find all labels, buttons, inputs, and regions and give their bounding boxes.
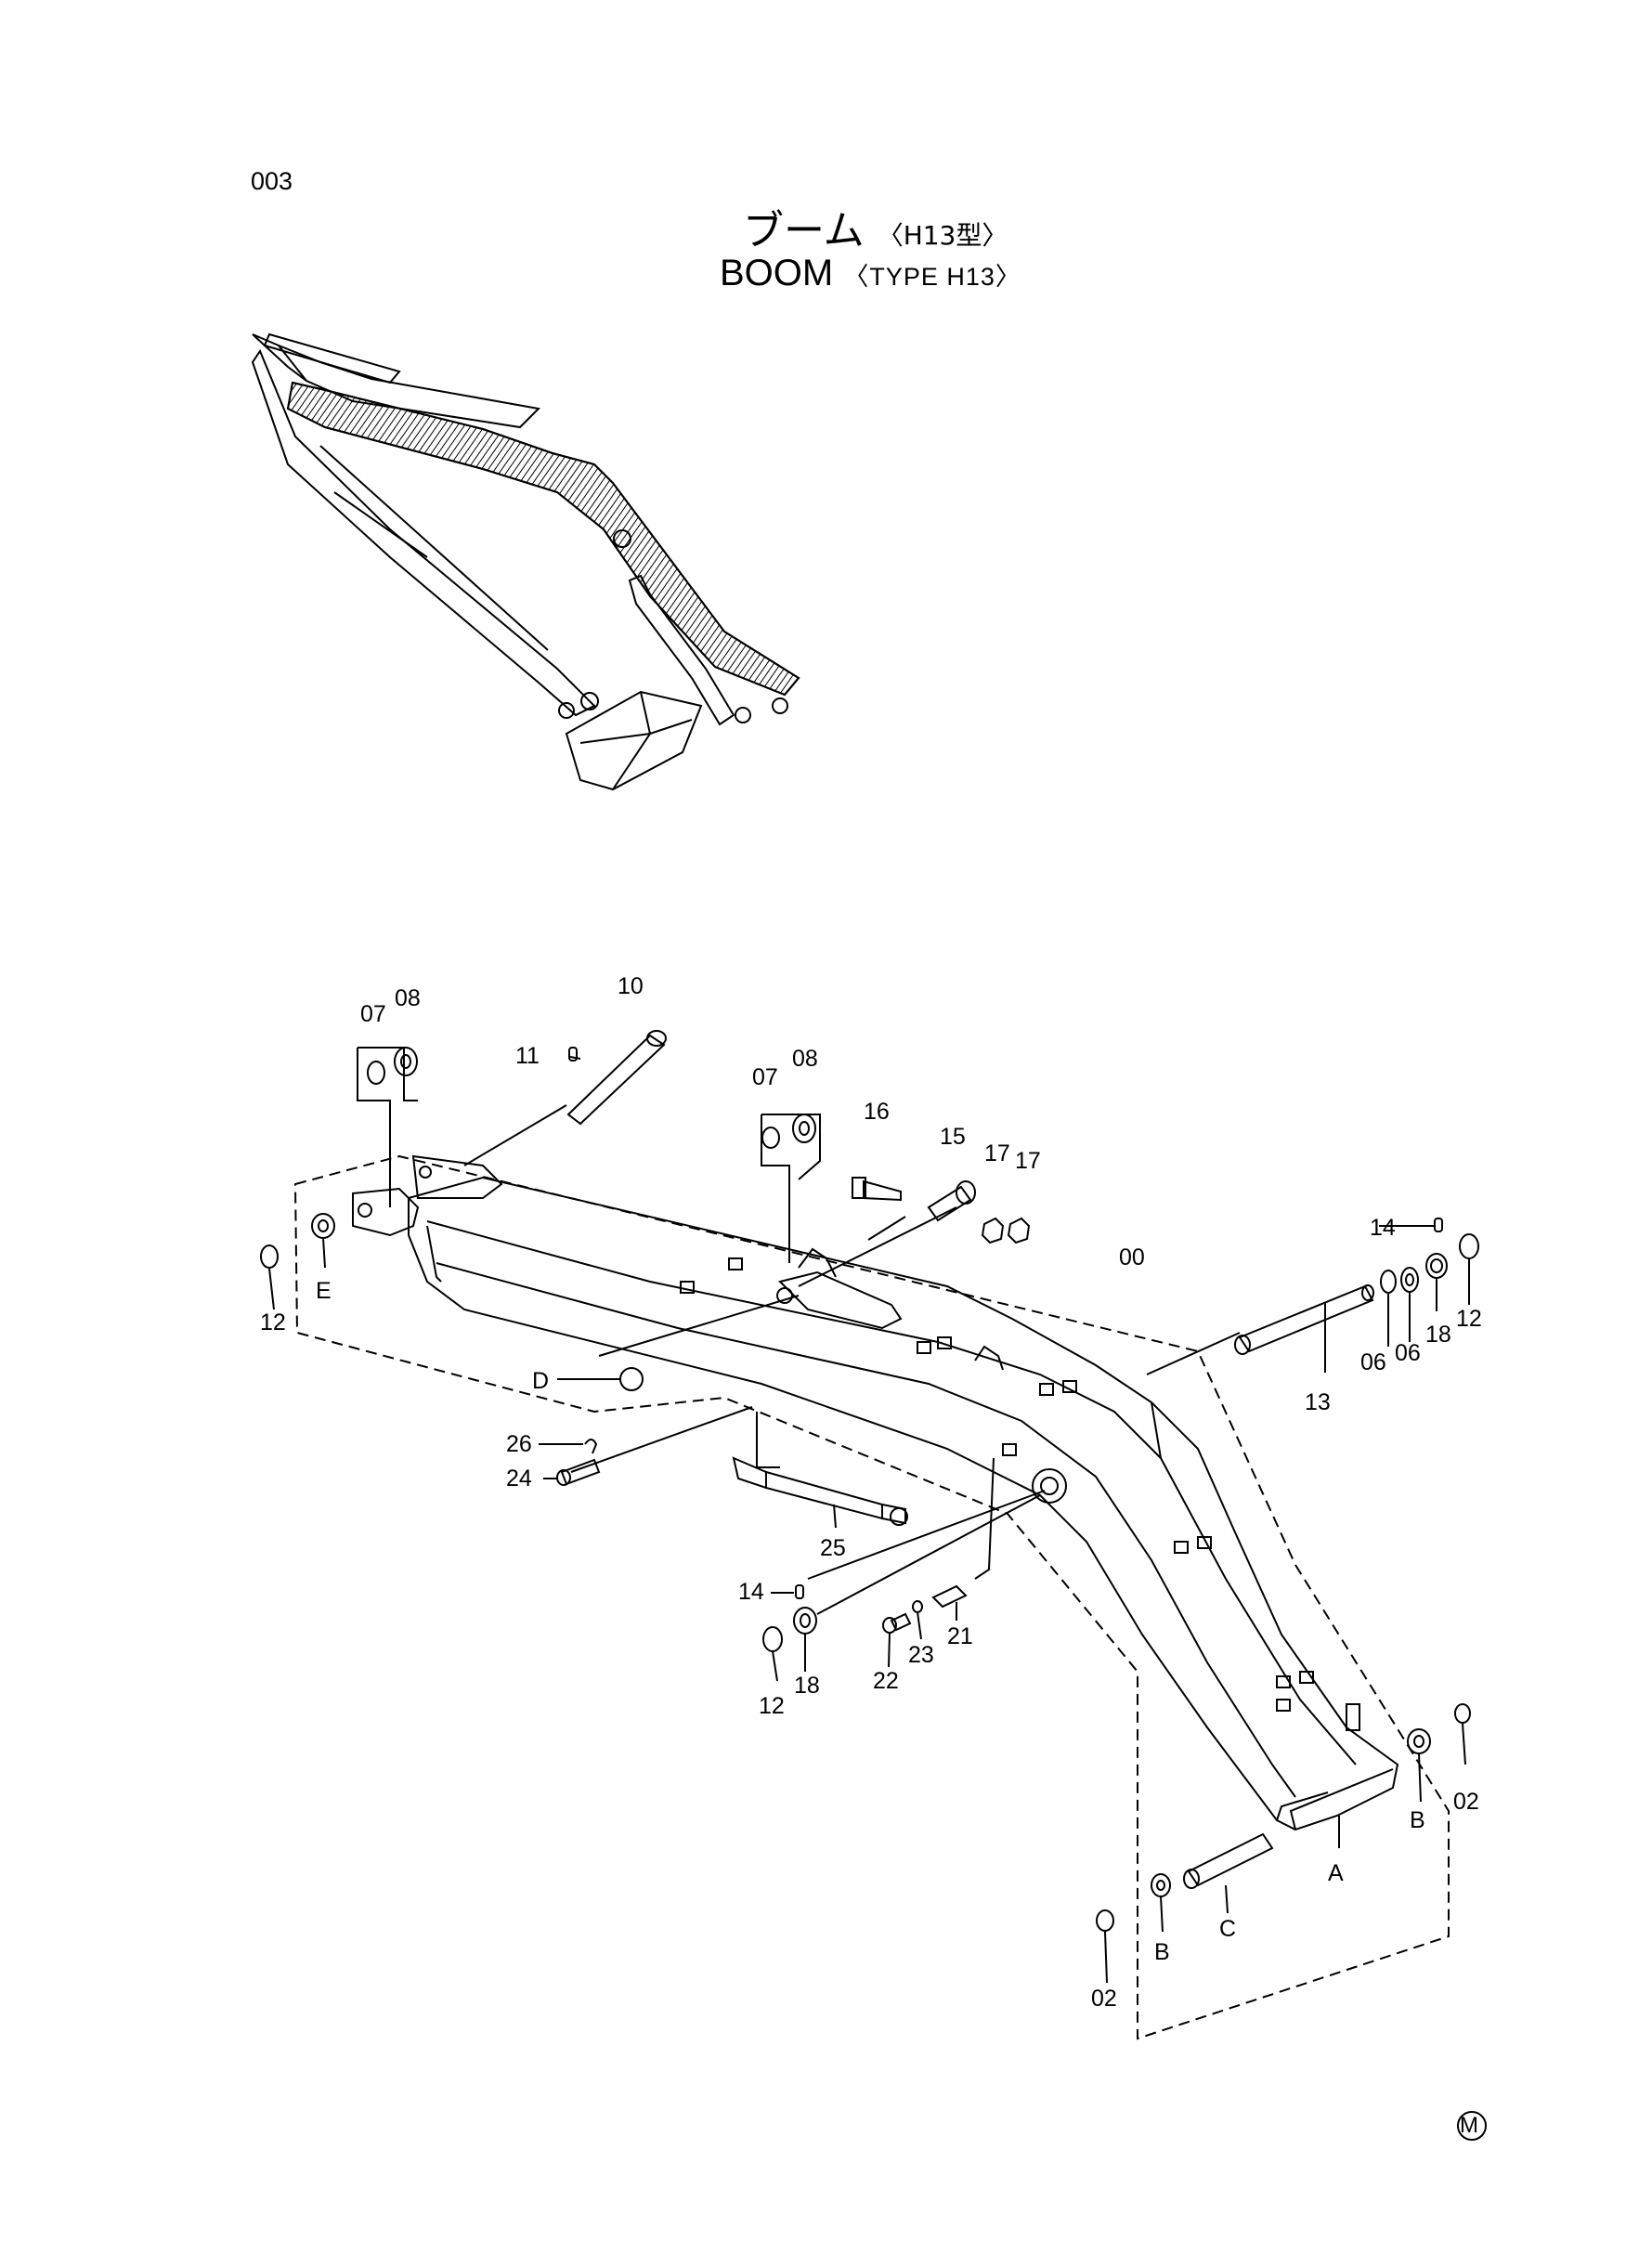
callout-11: 11 (515, 1043, 540, 1069)
callout-24: 24 (506, 1466, 532, 1492)
title-jp-main: ブーム (743, 207, 865, 254)
callout-26: 26 (506, 1431, 532, 1457)
title-jp-type: 〈H13型〉 (877, 220, 1008, 251)
callout-02: 02 (1453, 1789, 1479, 1815)
title-en-main: BOOM (720, 253, 834, 293)
callout-17: 17 (984, 1140, 1010, 1166)
callout-17: 17 (1015, 1148, 1041, 1174)
circled-m-letter: M (1460, 2113, 1478, 2138)
callout-12: 12 (1456, 1306, 1482, 1332)
callout-10: 10 (618, 973, 644, 999)
callout-13: 13 (1305, 1389, 1331, 1415)
callout-12: 12 (260, 1309, 286, 1335)
callout-A: A (1328, 1860, 1344, 1886)
callout-08: 08 (395, 985, 421, 1011)
callout-08: 08 (792, 1046, 818, 1072)
callout-00: 00 (1119, 1244, 1145, 1270)
callout-C: C (1219, 1916, 1236, 1942)
callout-12: 12 (759, 1693, 785, 1719)
callout-15: 15 (940, 1124, 966, 1150)
boom-body (408, 1176, 1399, 1831)
callout-14: 14 (1370, 1215, 1396, 1241)
callout-06: 06 (1360, 1349, 1386, 1375)
callout-06: 06 (1395, 1340, 1421, 1366)
title-english: BOOM 〈TYPE H13〉 (720, 253, 1021, 294)
callout-B: B (1410, 1807, 1425, 1833)
callout-18: 18 (794, 1673, 820, 1699)
title-en-type: 〈TYPE H13〉 (843, 263, 1021, 291)
title-japanese: ブーム 〈H13型〉 (743, 197, 1008, 256)
callout-25: 25 (820, 1535, 846, 1561)
callout-14: 14 (738, 1579, 764, 1605)
callout-labels: 07 08 10 11 07 08 16 15 17 17 00 14 18 1… (260, 973, 1482, 2012)
circled-m-mark (1457, 2111, 1487, 2141)
callout-21: 21 (947, 1623, 973, 1649)
callout-23: 23 (908, 1642, 934, 1668)
callout-22: 22 (873, 1668, 899, 1694)
callout-D: D (532, 1368, 549, 1394)
callout-02: 02 (1091, 1986, 1117, 2012)
callout-07: 07 (752, 1064, 778, 1090)
callout-B: B (1154, 1939, 1170, 1965)
page-number: 003 (251, 167, 293, 195)
callout-16: 16 (864, 1099, 890, 1125)
callout-E: E (316, 1278, 332, 1304)
callout-18: 18 (1425, 1322, 1451, 1348)
callout-07: 07 (360, 1001, 386, 1027)
